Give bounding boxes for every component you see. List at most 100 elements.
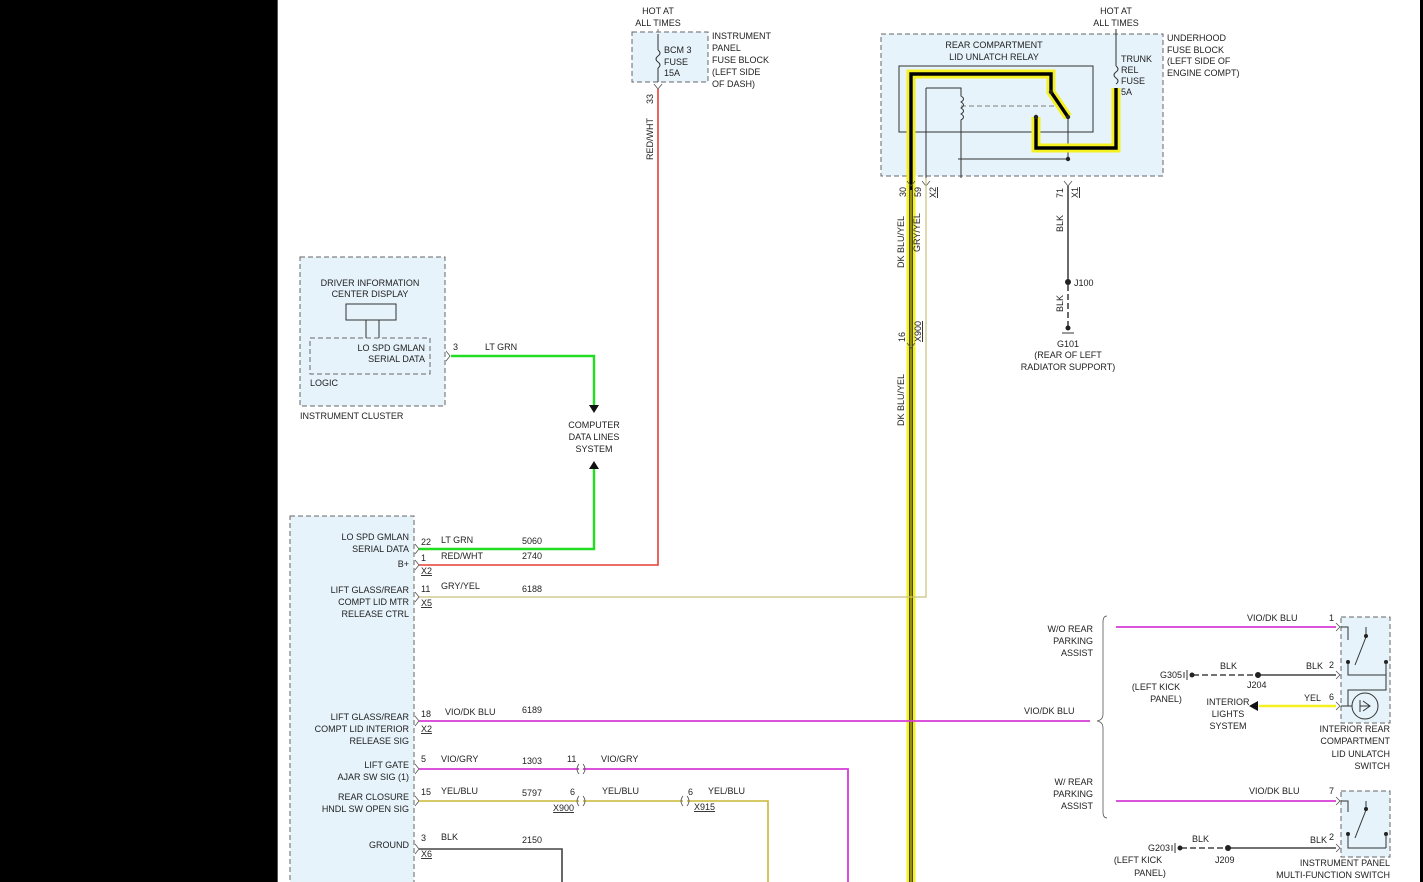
option-label: ASSIST (1061, 801, 1094, 811)
wire-color-label: VIO/DK BLU (1247, 613, 1298, 623)
trunk-fuse-label: TRUNK (1121, 54, 1152, 64)
lt-grn-wire (419, 469, 596, 551)
relay-coil-icon (926, 87, 964, 178)
bcm-row-label: RELEASE CTRL (341, 609, 409, 619)
wire-color-label: YEL/BLU (602, 786, 639, 796)
ground-location: PANEL) (1150, 694, 1182, 704)
connector-chevron (653, 83, 663, 90)
pin-number: 33 (645, 94, 655, 104)
wire-color-label: LT GRN (485, 342, 517, 352)
wire-color-label: YEL/BLU (708, 786, 745, 796)
highlighted-circuit (906, 69, 1121, 882)
interior-lights-label: LIGHTS (1212, 709, 1245, 719)
wire-color-label: DK BLU/YEL (896, 374, 906, 426)
connector-id: X1 (1070, 187, 1080, 198)
connector-id: X2 (421, 566, 432, 576)
pin-number: 2 (1329, 832, 1334, 842)
pin-number: 3 (453, 342, 458, 352)
hot-at-all-times-label: ALL TIMES (635, 18, 681, 28)
ground-name: G101 (1057, 339, 1079, 349)
ground-name: G203 (1148, 843, 1170, 853)
logic-label: LOGIC (310, 378, 339, 388)
ground-location: (LEFT KICK (1132, 682, 1180, 692)
bcm-row-label: RELEASE SIG (349, 736, 409, 746)
switch-name: COMPARTMENT (1320, 736, 1390, 746)
fuse-block-label: (LEFT SIDE (712, 67, 760, 77)
trunk-fuse-label: FUSE (1121, 76, 1145, 86)
pin-number: 59 (913, 187, 923, 197)
pin-number: 1 (421, 553, 426, 563)
fuse-block-label: INSTRUMENT (712, 31, 771, 41)
bcm-row-label: GROUND (369, 840, 409, 850)
instrument-panel-multi-function-switch: VIO/DK BLU 7 BLK 2 BLK J209 G203 (LEFT K… (1114, 786, 1391, 880)
computer-data-lines-label: SYSTEM (575, 444, 612, 454)
cluster-port-label: SERIAL DATA (368, 354, 425, 364)
hot-at-all-times-label: ALL TIMES (1093, 18, 1139, 28)
ip-fuse-block: HOT AT ALL TIMES BCM 3 FUSE 15A INSTRUME… (631, 6, 771, 160)
wire-color-label: DK BLU/YEL (896, 216, 906, 268)
inline-connector-icon (680, 795, 690, 807)
circuit-number: 6188 (522, 584, 542, 594)
connector-chevron (906, 180, 1073, 187)
pin-number: 6 (1329, 692, 1334, 702)
wire-color-label: GRY/YEL (912, 213, 922, 252)
blk-ground-wire (419, 848, 563, 882)
pin-number: 71 (1055, 188, 1065, 198)
option-label: ASSIST (1061, 648, 1094, 658)
wire-color-label: BLK (1055, 295, 1065, 312)
highlighted-circuit (909, 72, 1118, 882)
wire-color-label: YEL (1304, 693, 1321, 703)
vio-gry-wire (419, 768, 849, 882)
pin-number: 11 (421, 584, 430, 594)
switch-contact-icon (1341, 800, 1386, 849)
splice-label: J100 (1074, 278, 1094, 288)
wire-color-label: BLK (1306, 661, 1323, 671)
connector-id: X900 (913, 321, 923, 342)
cluster-port-label: LO SPD GMLAN (357, 343, 425, 353)
relay-label: LID UNLATCH RELAY (949, 52, 1039, 62)
lamp-icon (1351, 692, 1379, 720)
bcm-row-label: B+ (398, 559, 409, 569)
gry-yel-wire (419, 178, 927, 598)
ground-location: RADIATOR SUPPORT) (1021, 362, 1116, 372)
inline-connector-icon (576, 763, 586, 775)
connector-id: X6 (421, 849, 432, 859)
wire-color-label: VIO/DK BLU (445, 707, 496, 717)
ground-g101: J100 BLK G101 (REAR OF LEFT RADIATOR SUP… (1021, 186, 1116, 372)
connector-chevron (445, 350, 451, 362)
option-brace (1096, 615, 1108, 819)
hot-at-all-times-label: HOT AT (642, 6, 674, 16)
splice-label: J204 (1247, 680, 1267, 690)
cluster-title: CENTER DISPLAY (332, 289, 409, 299)
wire-color-label: LT GRN (441, 535, 473, 545)
underhood-block-label: ENGINE COMPT) (1167, 68, 1240, 78)
splice-j100 (1065, 279, 1071, 285)
trunk-rel-fuse-icon (1113, 65, 1119, 85)
pin-number: 18 (421, 709, 431, 719)
pin-number: 7 (1329, 786, 1334, 796)
fuse-word: FUSE (664, 57, 688, 67)
ground-location: (LEFT KICK (1114, 855, 1162, 865)
yel-blu-wire (419, 800, 769, 882)
fuse-icon (655, 49, 661, 69)
pin-number: 2 (1329, 660, 1334, 670)
circuit-number: 2150 (522, 835, 542, 845)
ground-location: (REAR OF LEFT (1034, 350, 1102, 360)
fuse-block-label: OF DASH) (712, 79, 755, 89)
arrow-down-icon (589, 405, 599, 413)
rear-compartment-lid-unlatch-relay (898, 65, 1094, 133)
relay-label: REAR COMPARTMENT (945, 40, 1043, 50)
bcm-row-label: AJAR SW SIG (1) (337, 772, 409, 782)
cluster-name: INSTRUMENT CLUSTER (300, 411, 404, 421)
trunk-fuse-label: REL (1121, 65, 1139, 75)
connector-id: X5 (421, 598, 432, 608)
underhood-block-label: UNDERHOOD (1167, 33, 1227, 43)
bcm-row-label: REAR CLOSURE (338, 792, 409, 802)
interior-rear-compartment-lid-unlatch-switch: VIO/DK BLU 1 BLK 2 BLK J204 G305 (LEFT K… (1116, 613, 1391, 771)
connector-id: X2 (421, 724, 432, 734)
interior-lights-label: INTERIOR (1206, 697, 1250, 707)
bcm-row-label: COMPT LID INTERIOR (315, 724, 410, 734)
wire-color-label: BLK (1220, 661, 1237, 671)
display-icon (345, 303, 397, 321)
bcm-row-label: LO SPD GMLAN (341, 532, 409, 542)
